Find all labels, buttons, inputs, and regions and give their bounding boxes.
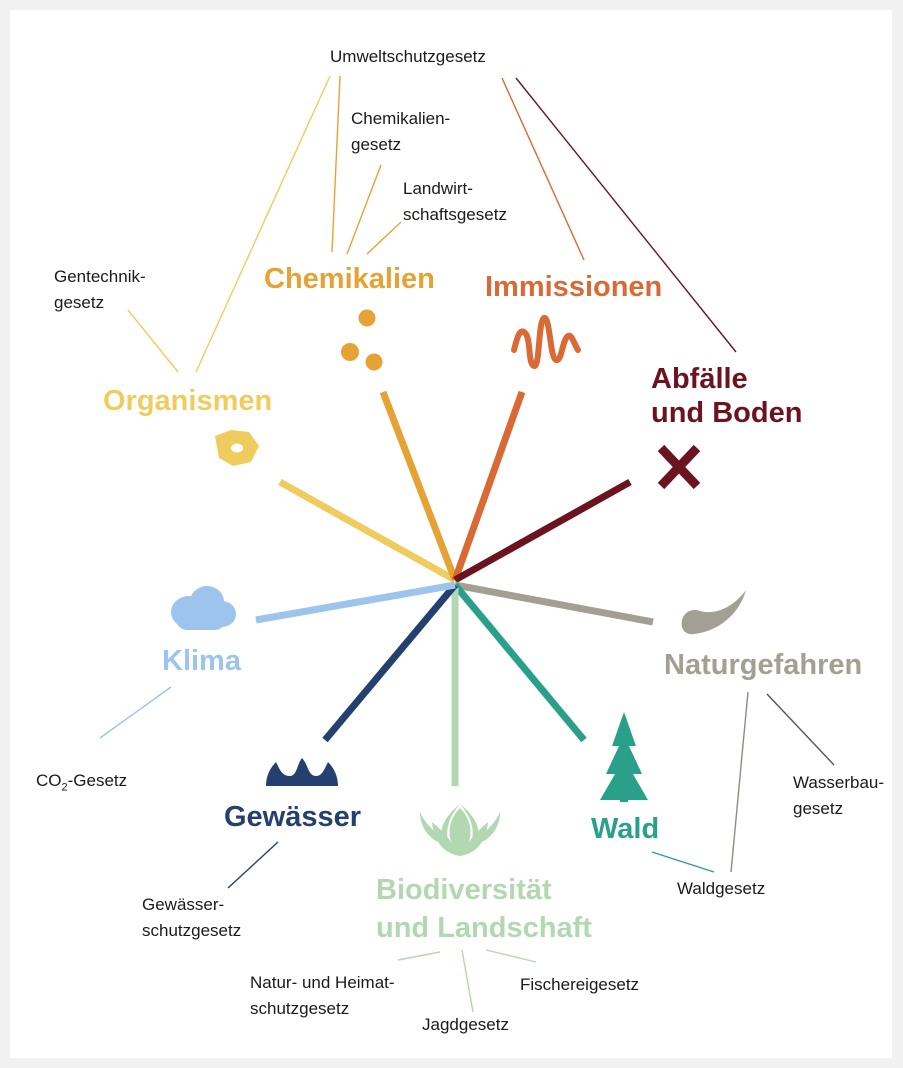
category-gewaesser: Gewässer [224, 801, 362, 833]
spoke-abfaelle [453, 478, 632, 584]
law-chemikaliengesetz: Chemikalien- gesetz [351, 109, 451, 154]
law-co2-gesetz: CO2-Gesetz [36, 748, 127, 798]
connector-gentechnik-organismen [127, 309, 179, 373]
wave-icon [511, 314, 581, 370]
connector-umwelt-organismen [195, 75, 331, 373]
molecule-dots-icon [341, 309, 383, 371]
law-gewaesserschutzgesetz: Gewässer- schutzgesetz [142, 895, 242, 940]
spoke-gewaesser [322, 582, 458, 743]
spoke-chemikalien [379, 390, 459, 582]
connector-umwelt-immissionen [501, 77, 585, 261]
cloud-icon [171, 586, 236, 630]
cross-icon [657, 444, 701, 490]
spoke-klima [255, 581, 456, 624]
category-naturgefahren: Naturgefahren [664, 649, 863, 681]
law-wasserbaugesetz: Wasserbau- gesetz [793, 773, 885, 818]
fir-tree-icon [600, 712, 648, 802]
leaf-icon [420, 804, 500, 856]
connector-umwelt-abfaelle [515, 77, 737, 353]
connector-waldgesetz-wald [651, 851, 715, 873]
connector-chemgesetz-chemikalien [346, 164, 382, 255]
law-waldgesetz: Waldgesetz [677, 879, 766, 898]
law-connectors [99, 75, 835, 1013]
category-chemikalien: Chemikalien [264, 263, 435, 295]
law-umweltschutzgesetz: Umweltschutzgesetz [330, 47, 486, 66]
category-klima: Klima [162, 645, 241, 677]
connector-umwelt-chemikalien [331, 75, 341, 253]
spoke-organismen [278, 478, 457, 584]
law-landwirtschaftsgesetz: Landwirt- schaftsgesetz [403, 179, 507, 224]
category-immissionen: Immissionen [485, 271, 663, 303]
category-abfaelle: Abfälle und Boden [651, 363, 803, 429]
water-wave-icon [266, 758, 338, 786]
cell-icon [215, 430, 259, 466]
connector-waldgesetz-naturgefahren [730, 691, 749, 873]
co2-suffix: -Gesetz [67, 771, 128, 790]
category-organismen: Organismen [103, 385, 273, 417]
horn-icon [681, 590, 746, 635]
co2-prefix: CO [36, 771, 62, 790]
spokes [255, 390, 654, 786]
spoke-naturgefahren [454, 581, 654, 626]
co2-subscript: 2 [61, 781, 68, 794]
law-natur-und-heimatschutzgesetz: Natur- und Heimat- schutzgesetz [250, 973, 395, 1018]
connector-wasserbau-naturgefahren [766, 693, 835, 766]
connector-landwirt-chemikalien [366, 221, 402, 255]
spoke-immissionen [451, 390, 526, 582]
law-jagdgesetz: Jagdgesetz [422, 1015, 509, 1034]
law-gentechnikgesetz: Gentechnik- gesetz [54, 267, 146, 312]
connector-co2-klima [99, 686, 172, 739]
diagram-board [10, 10, 892, 1058]
category-biodiversitaet: Biodiversität und Landschaft [376, 874, 592, 944]
spoke-wald [452, 582, 587, 743]
connector-gewaesserschutz-gewaesser [227, 841, 279, 889]
connector-fischerei-biodiv [485, 949, 537, 963]
connector-jagd-biodiv [461, 949, 474, 1013]
law-fischereigesetz: Fischereigesetz [520, 975, 640, 994]
connector-natur-biodiv [397, 951, 441, 961]
category-wald: Wald [591, 813, 660, 845]
